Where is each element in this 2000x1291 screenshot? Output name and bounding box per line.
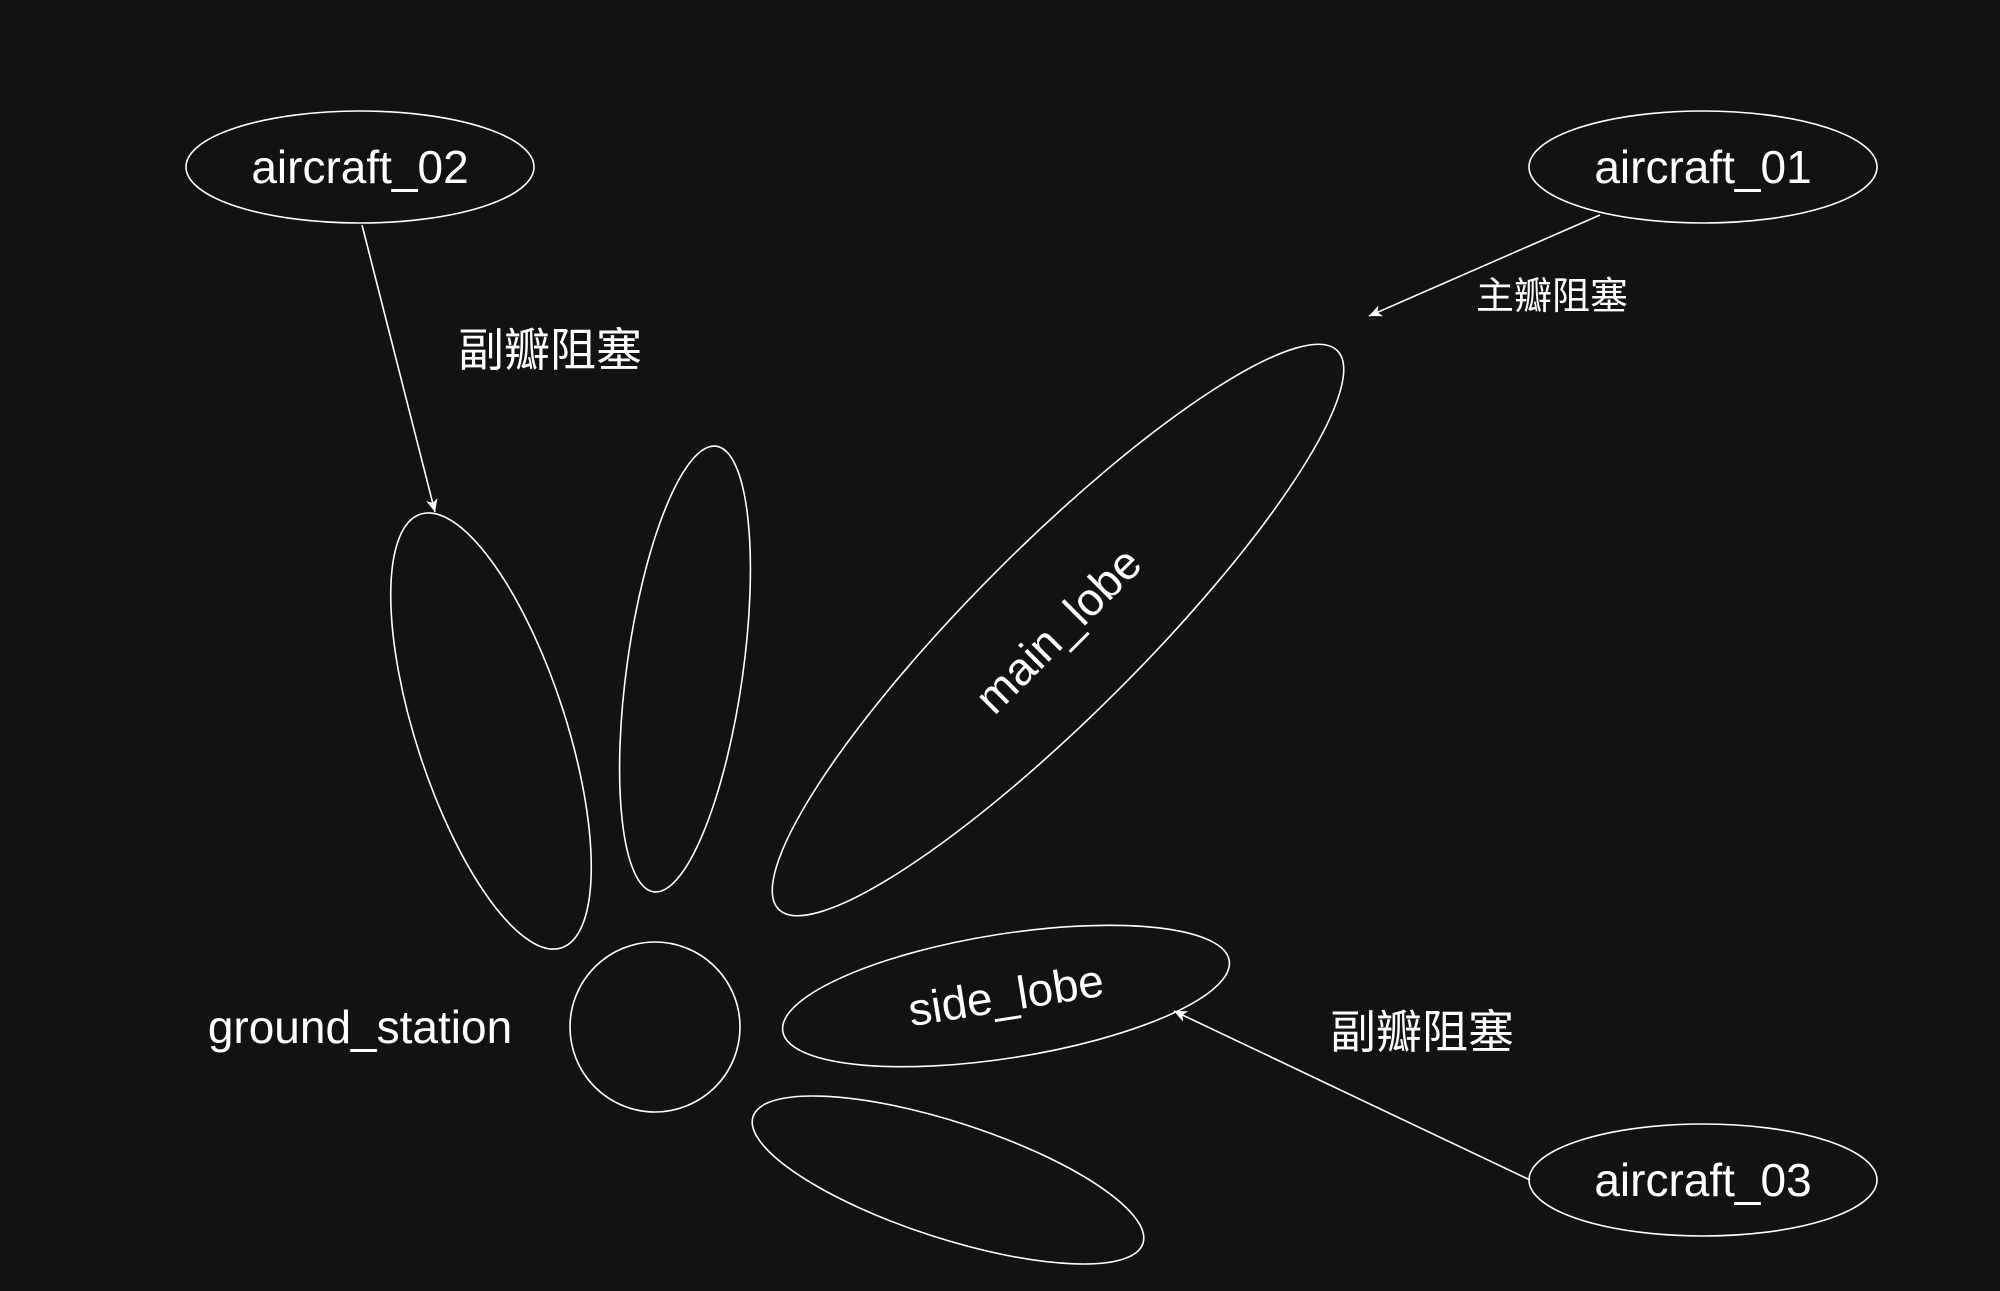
side-lobe-shape <box>781 924 1231 1068</box>
ground-station-circle <box>569 941 741 1113</box>
node-aircraft-02-label: aircraft_02 <box>251 141 468 193</box>
edge-aircraft-01-line <box>1368 214 1601 317</box>
main-lobe-shape <box>771 343 1345 917</box>
node-aircraft-02-shape <box>185 110 535 224</box>
node-aircraft-01[interactable]: aircraft_01 <box>1528 110 1878 224</box>
edge-aircraft-03-to-side-lobe[interactable]: 副瓣阻塞 <box>1173 1006 1531 1181</box>
side-lobe-label: side_lobe <box>905 954 1108 1036</box>
edge-aircraft-02-to-side-lobe[interactable]: 副瓣阻塞 <box>361 224 642 513</box>
main-lobe[interactable]: main_lobe <box>719 291 1398 970</box>
main-lobe-label: main_lobe <box>965 537 1152 724</box>
edge-aircraft-03-label: 副瓣阻塞 <box>1330 1006 1514 1058</box>
edge-aircraft-03-line <box>1173 1010 1531 1181</box>
side-lobe-upper[interactable] <box>596 438 773 900</box>
edge-aircraft-01-label: 主瓣阻塞 <box>1476 276 1628 318</box>
ground-station-label: ground_station <box>208 1001 512 1053</box>
node-aircraft-02[interactable]: aircraft_02 <box>185 110 535 224</box>
node-aircraft-01-shape <box>1528 110 1878 224</box>
node-aircraft-03[interactable]: aircraft_03 <box>1528 1123 1878 1237</box>
side-lobe-lower[interactable] <box>735 1061 1161 1291</box>
node-aircraft-03-label: aircraft_03 <box>1594 1154 1811 1206</box>
edge-aircraft-02-label: 副瓣阻塞 <box>458 324 642 376</box>
edge-aircraft-02-line <box>361 224 438 513</box>
edge-aircraft-01-to-main-lobe[interactable]: 主瓣阻塞 <box>1368 214 1628 318</box>
node-ground-station[interactable]: ground_station <box>208 941 741 1113</box>
side-lobe-left[interactable] <box>349 491 633 971</box>
side-lobe[interactable]: side_lobe <box>773 899 1239 1092</box>
node-aircraft-01-label: aircraft_01 <box>1594 141 1811 193</box>
